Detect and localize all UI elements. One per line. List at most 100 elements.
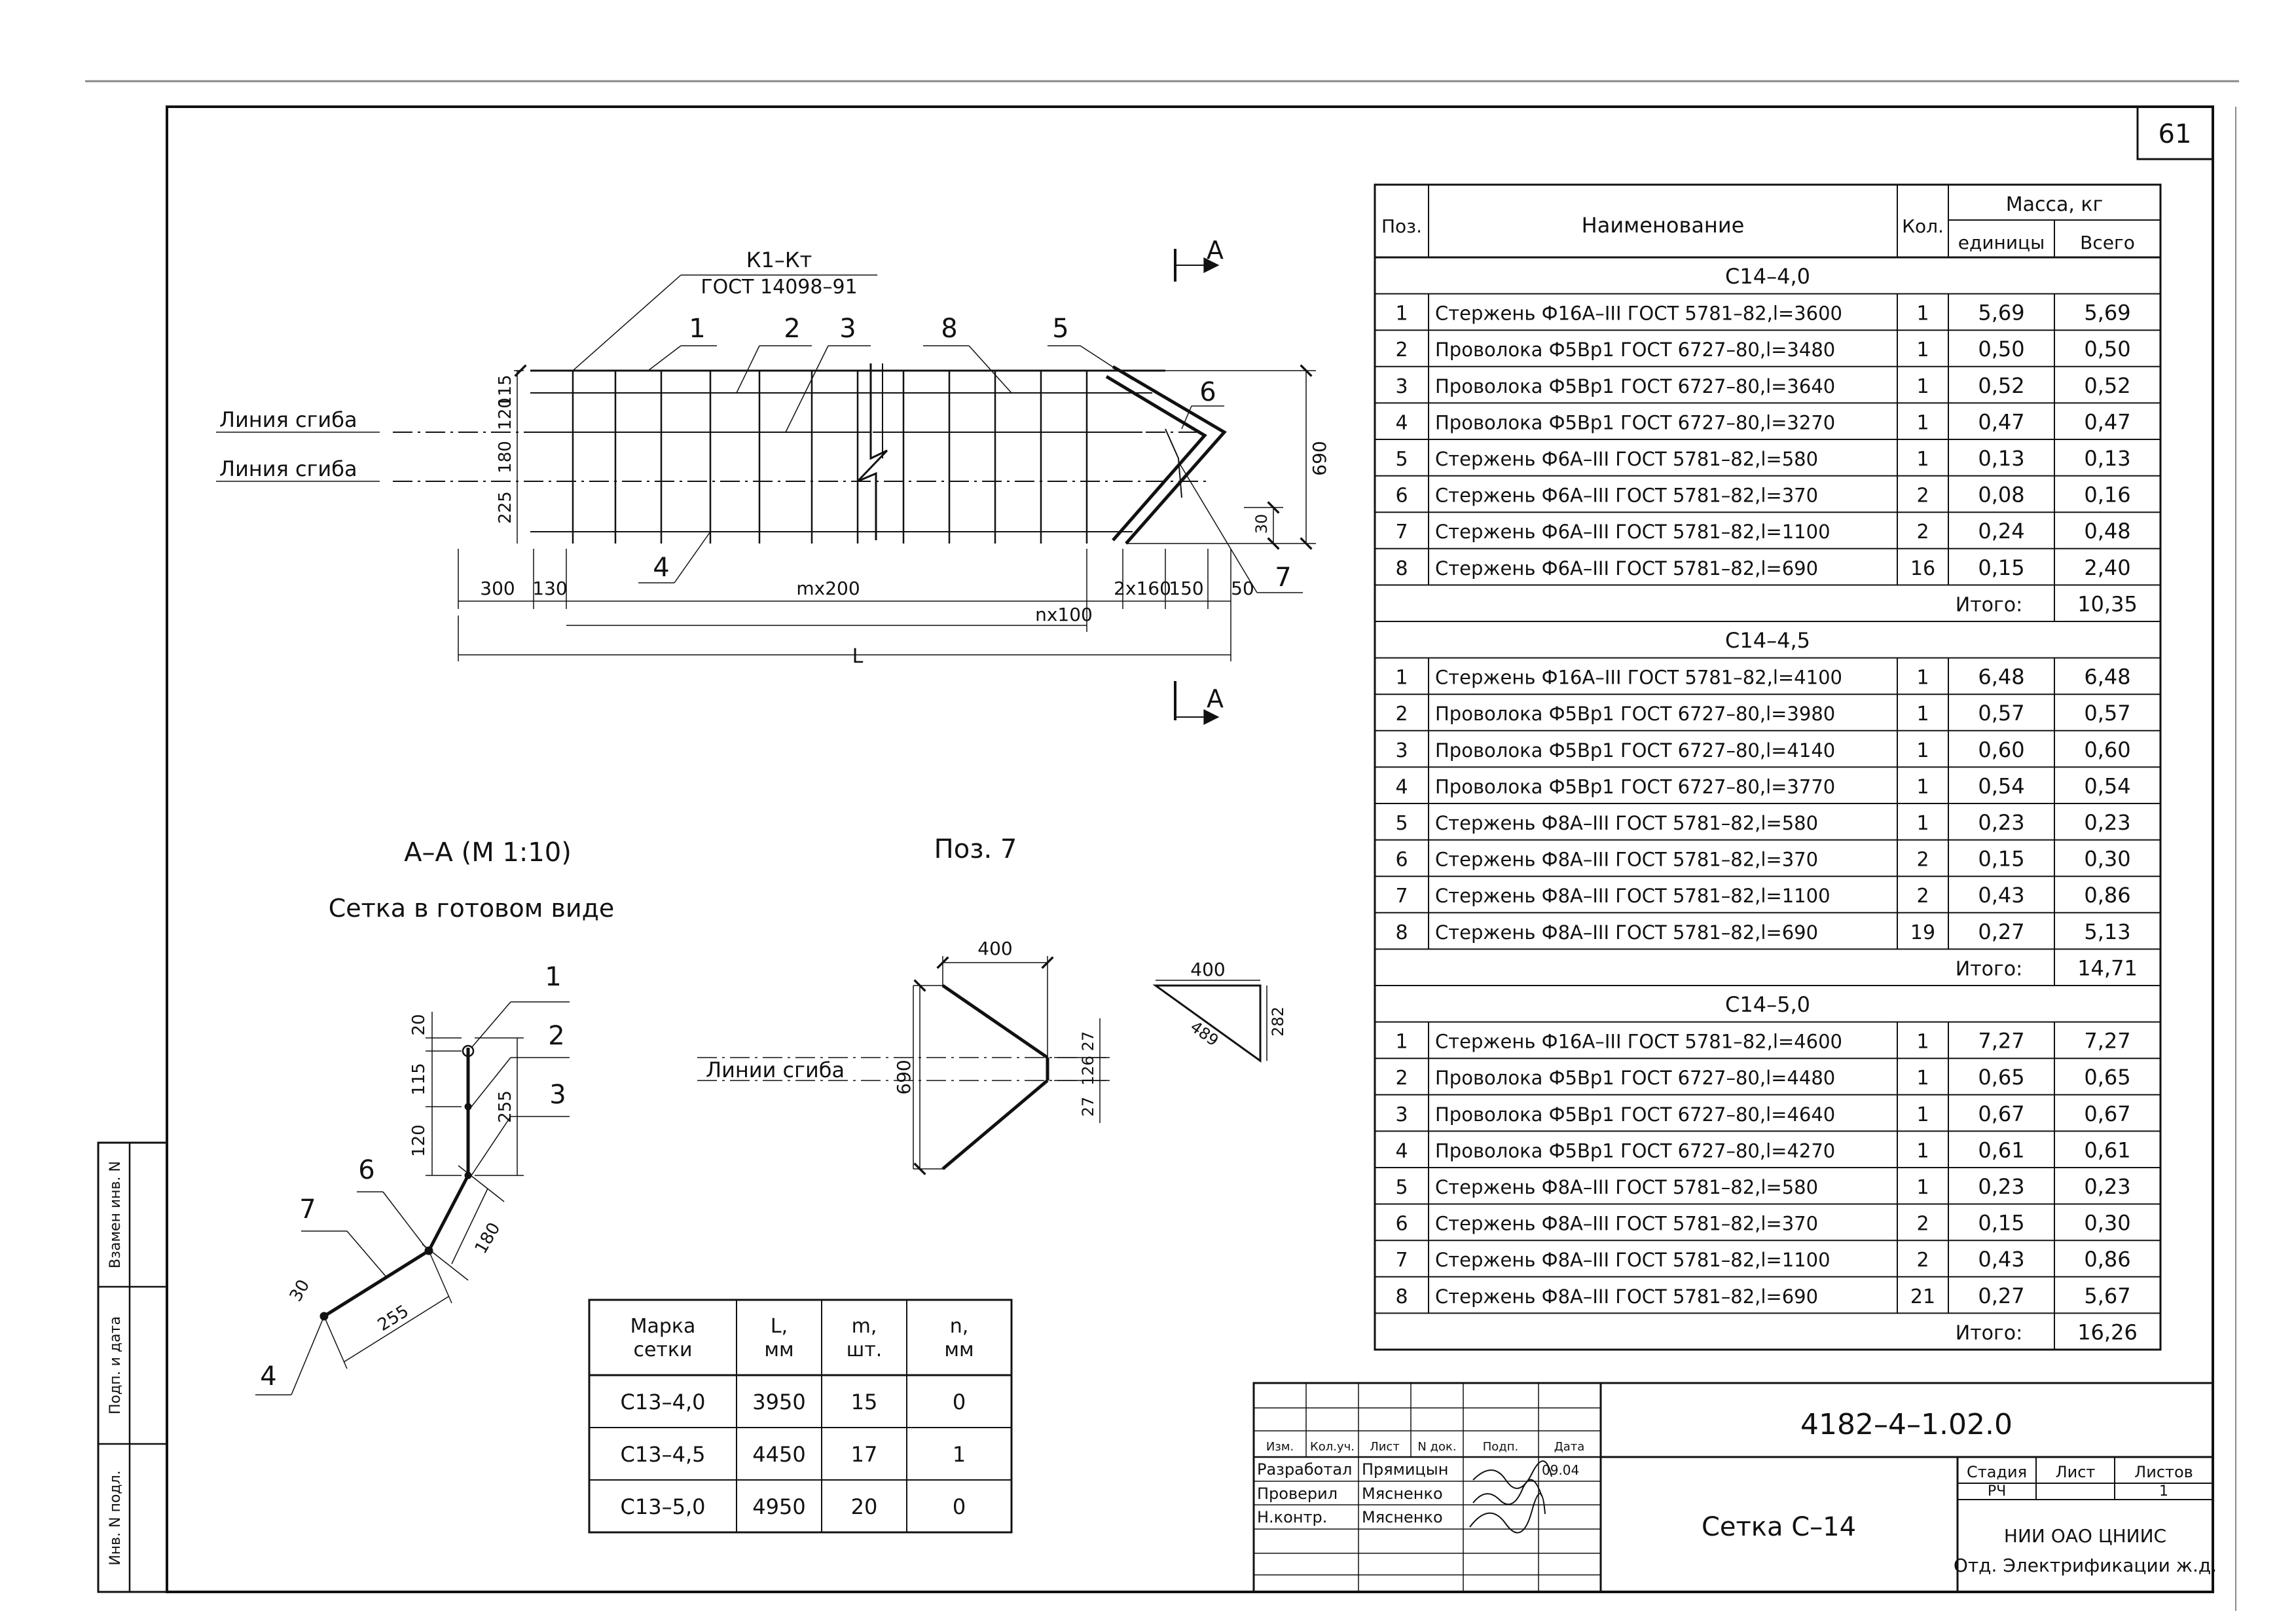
spec-cell-unit: 7,27	[1978, 1029, 2024, 1054]
spec-cell-name: Стержень Ф8А–III ГОСТ 5781–82,l=690	[1435, 1285, 1818, 1308]
spec-head-name: Наименование	[1582, 213, 1745, 238]
tb-head-izm: Изм.	[1266, 1440, 1294, 1454]
spec-group-title: С14–4,0	[1725, 264, 1810, 289]
spec-cell-qty: 2	[1916, 849, 1929, 872]
tb-head-list: Лист	[1370, 1440, 1400, 1454]
spec-cell-name: Проволока Ф5Вр1 ГОСТ 6727–80,l=3270	[1435, 411, 1835, 434]
spec-cell-qty: 1	[1916, 667, 1929, 690]
spec-cell-qty: 21	[1910, 1285, 1935, 1308]
dim-225: 225	[496, 491, 515, 524]
spec-cell-pos: 8	[1395, 557, 1408, 580]
spec-cell-total: 0,30	[2084, 847, 2130, 872]
spec-cell-unit: 0,15	[1978, 847, 2024, 872]
section-mark-bottom: А	[1207, 684, 1224, 713]
spec-cell-name: Стержень Ф16А–III ГОСТ 5781–82,l=4100	[1435, 667, 1842, 689]
tb-sheets: 1	[2159, 1483, 2168, 1500]
spec-cell-name: Стержень Ф6А–III ГОСТ 5781–82,l=690	[1435, 557, 1818, 580]
spec-cell-unit: 6,48	[1978, 665, 2024, 690]
spec-cell-total: 5,69	[2084, 301, 2130, 325]
plan-pos-2: 2	[784, 314, 800, 344]
spec-group-title: С14–4,5	[1725, 628, 1810, 653]
mesh-head: m,шт.	[847, 1315, 882, 1361]
section-dim-30: 30	[286, 1276, 314, 1305]
spec-cell-total: 5,13	[2084, 919, 2130, 944]
tb-stage: РЧ	[1988, 1483, 2006, 1500]
tb-org-2: Отд. Электрификации ж.д.	[1954, 1555, 2217, 1576]
spec-cell-name: Проволока Ф5Вр1 ГОСТ 6727–80,l=3480	[1435, 339, 1835, 361]
tri-dim-400: 400	[1190, 959, 1225, 980]
spec-cell-name: Проволока Ф5Вр1 ГОСТ 6727–80,l=3770	[1435, 775, 1835, 798]
spec-total-value: 14,71	[2077, 955, 2138, 980]
dim-180: 180	[496, 441, 515, 473]
spec-cell-total: 0,67	[2084, 1101, 2130, 1126]
spec-head-qty: Кол.	[1902, 215, 1944, 237]
spec-cell-unit: 0,27	[1978, 1283, 2024, 1308]
dim-m200: mx200	[796, 578, 860, 599]
plan-pos-5: 5	[1052, 314, 1068, 344]
spec-cell-name: Проволока Ф5Вр1 ГОСТ 6727–80,l=3980	[1435, 703, 1835, 725]
pos7-dim-27-bottom: 27	[1079, 1097, 1097, 1117]
tb-name-norm: Мясненко	[1362, 1508, 1443, 1526]
mesh-cell: 4950	[752, 1494, 805, 1519]
spec-cell-name: Стержень Ф8А–III ГОСТ 5781–82,l=370	[1435, 849, 1818, 871]
spec-cell-total: 0,16	[2084, 483, 2130, 507]
spec-cell-qty: 1	[1916, 1176, 1929, 1199]
spec-cell-pos: 8	[1395, 1285, 1408, 1308]
spec-cell-unit: 0,23	[1978, 1174, 2024, 1199]
spec-cell-name: Проволока Ф5Вр1 ГОСТ 6727–80,l=4270	[1435, 1139, 1835, 1162]
spec-cell-pos: 2	[1395, 1067, 1408, 1090]
bend-line-label-2: Линия сгиба	[219, 456, 357, 481]
spec-cell-qty: 1	[1916, 1103, 1929, 1126]
plan-pos-7: 7	[1275, 563, 1291, 593]
pos7-title: Поз. 7	[934, 834, 1017, 864]
pos7-dim-27-top: 27	[1079, 1031, 1097, 1052]
spec-cell-total: 0,86	[2084, 1247, 2130, 1272]
spec-cell-qty: 1	[1916, 339, 1929, 361]
spec-cell-pos: 6	[1395, 849, 1408, 872]
weld-label-2: ГОСТ 14098–91	[701, 276, 857, 299]
spec-cell-pos: 6	[1395, 485, 1408, 507]
pos7-detail: Поз. 7 Линии сгиба 400 690	[697, 834, 1287, 1175]
spec-cell-name: Стержень Ф8А–III ГОСТ 5781–82,l=580	[1435, 1176, 1818, 1198]
mesh-cell: 20	[851, 1494, 878, 1519]
spec-total-value: 16,26	[2077, 1320, 2138, 1344]
tb-org-1: НИИ ОАО ЦНИИС	[2004, 1525, 2166, 1547]
tri-dim-282: 282	[1269, 1006, 1287, 1037]
spec-cell-unit: 0,27	[1978, 919, 2024, 944]
spec-cell-pos: 1	[1395, 303, 1408, 325]
spec-cell-total: 0,30	[2084, 1211, 2130, 1236]
spec-cell-total: 0,57	[2084, 701, 2130, 726]
spec-cell-name: Стержень Ф8А–III ГОСТ 5781–82,l=370	[1435, 1213, 1818, 1235]
sheet-frame	[166, 105, 2214, 1593]
tb-sheets-head: Листов	[2134, 1463, 2193, 1481]
spec-cell-pos: 5	[1395, 812, 1408, 835]
spec-cell-qty: 1	[1916, 411, 1929, 434]
spec-cell-pos: 7	[1395, 1249, 1408, 1272]
dim-50: 50	[1231, 578, 1254, 599]
spec-cell-unit: 0,15	[1978, 555, 2024, 580]
spec-cell-qty: 1	[1916, 1067, 1929, 1090]
section-mark-top: А	[1207, 236, 1224, 265]
mesh-cell: С13–4,0	[621, 1390, 706, 1414]
plan-pos-3: 3	[839, 314, 856, 344]
spec-cell-pos: 2	[1395, 703, 1408, 726]
spec-cell-qty: 1	[1916, 448, 1929, 471]
section-pos-7: 7	[299, 1194, 316, 1225]
tb-date-developed: 09.04	[1542, 1462, 1579, 1478]
spec-cell-unit: 0,43	[1978, 883, 2024, 908]
spec-cell-qty: 2	[1916, 1249, 1929, 1272]
spec-cell-pos: 4	[1395, 1139, 1408, 1162]
sheet-number: 61	[2159, 119, 2192, 149]
mesh-cell: 0	[953, 1494, 966, 1519]
section-title: А–А (М 1:10)	[404, 838, 572, 868]
spec-cell-qty: 1	[1916, 775, 1929, 798]
tb-name-checked: Мясненко	[1362, 1485, 1443, 1503]
section-pos-2: 2	[548, 1021, 564, 1051]
mesh-cell: 17	[851, 1442, 878, 1467]
spec-cell-name: Стержень Ф6А–III ГОСТ 5781–82,l=1100	[1435, 521, 1831, 543]
stamp-sign-date: Подп. и дата	[107, 1316, 124, 1414]
spec-cell-name: Проволока Ф5Вр1 ГОСТ 6727–80,l=4140	[1435, 739, 1835, 762]
